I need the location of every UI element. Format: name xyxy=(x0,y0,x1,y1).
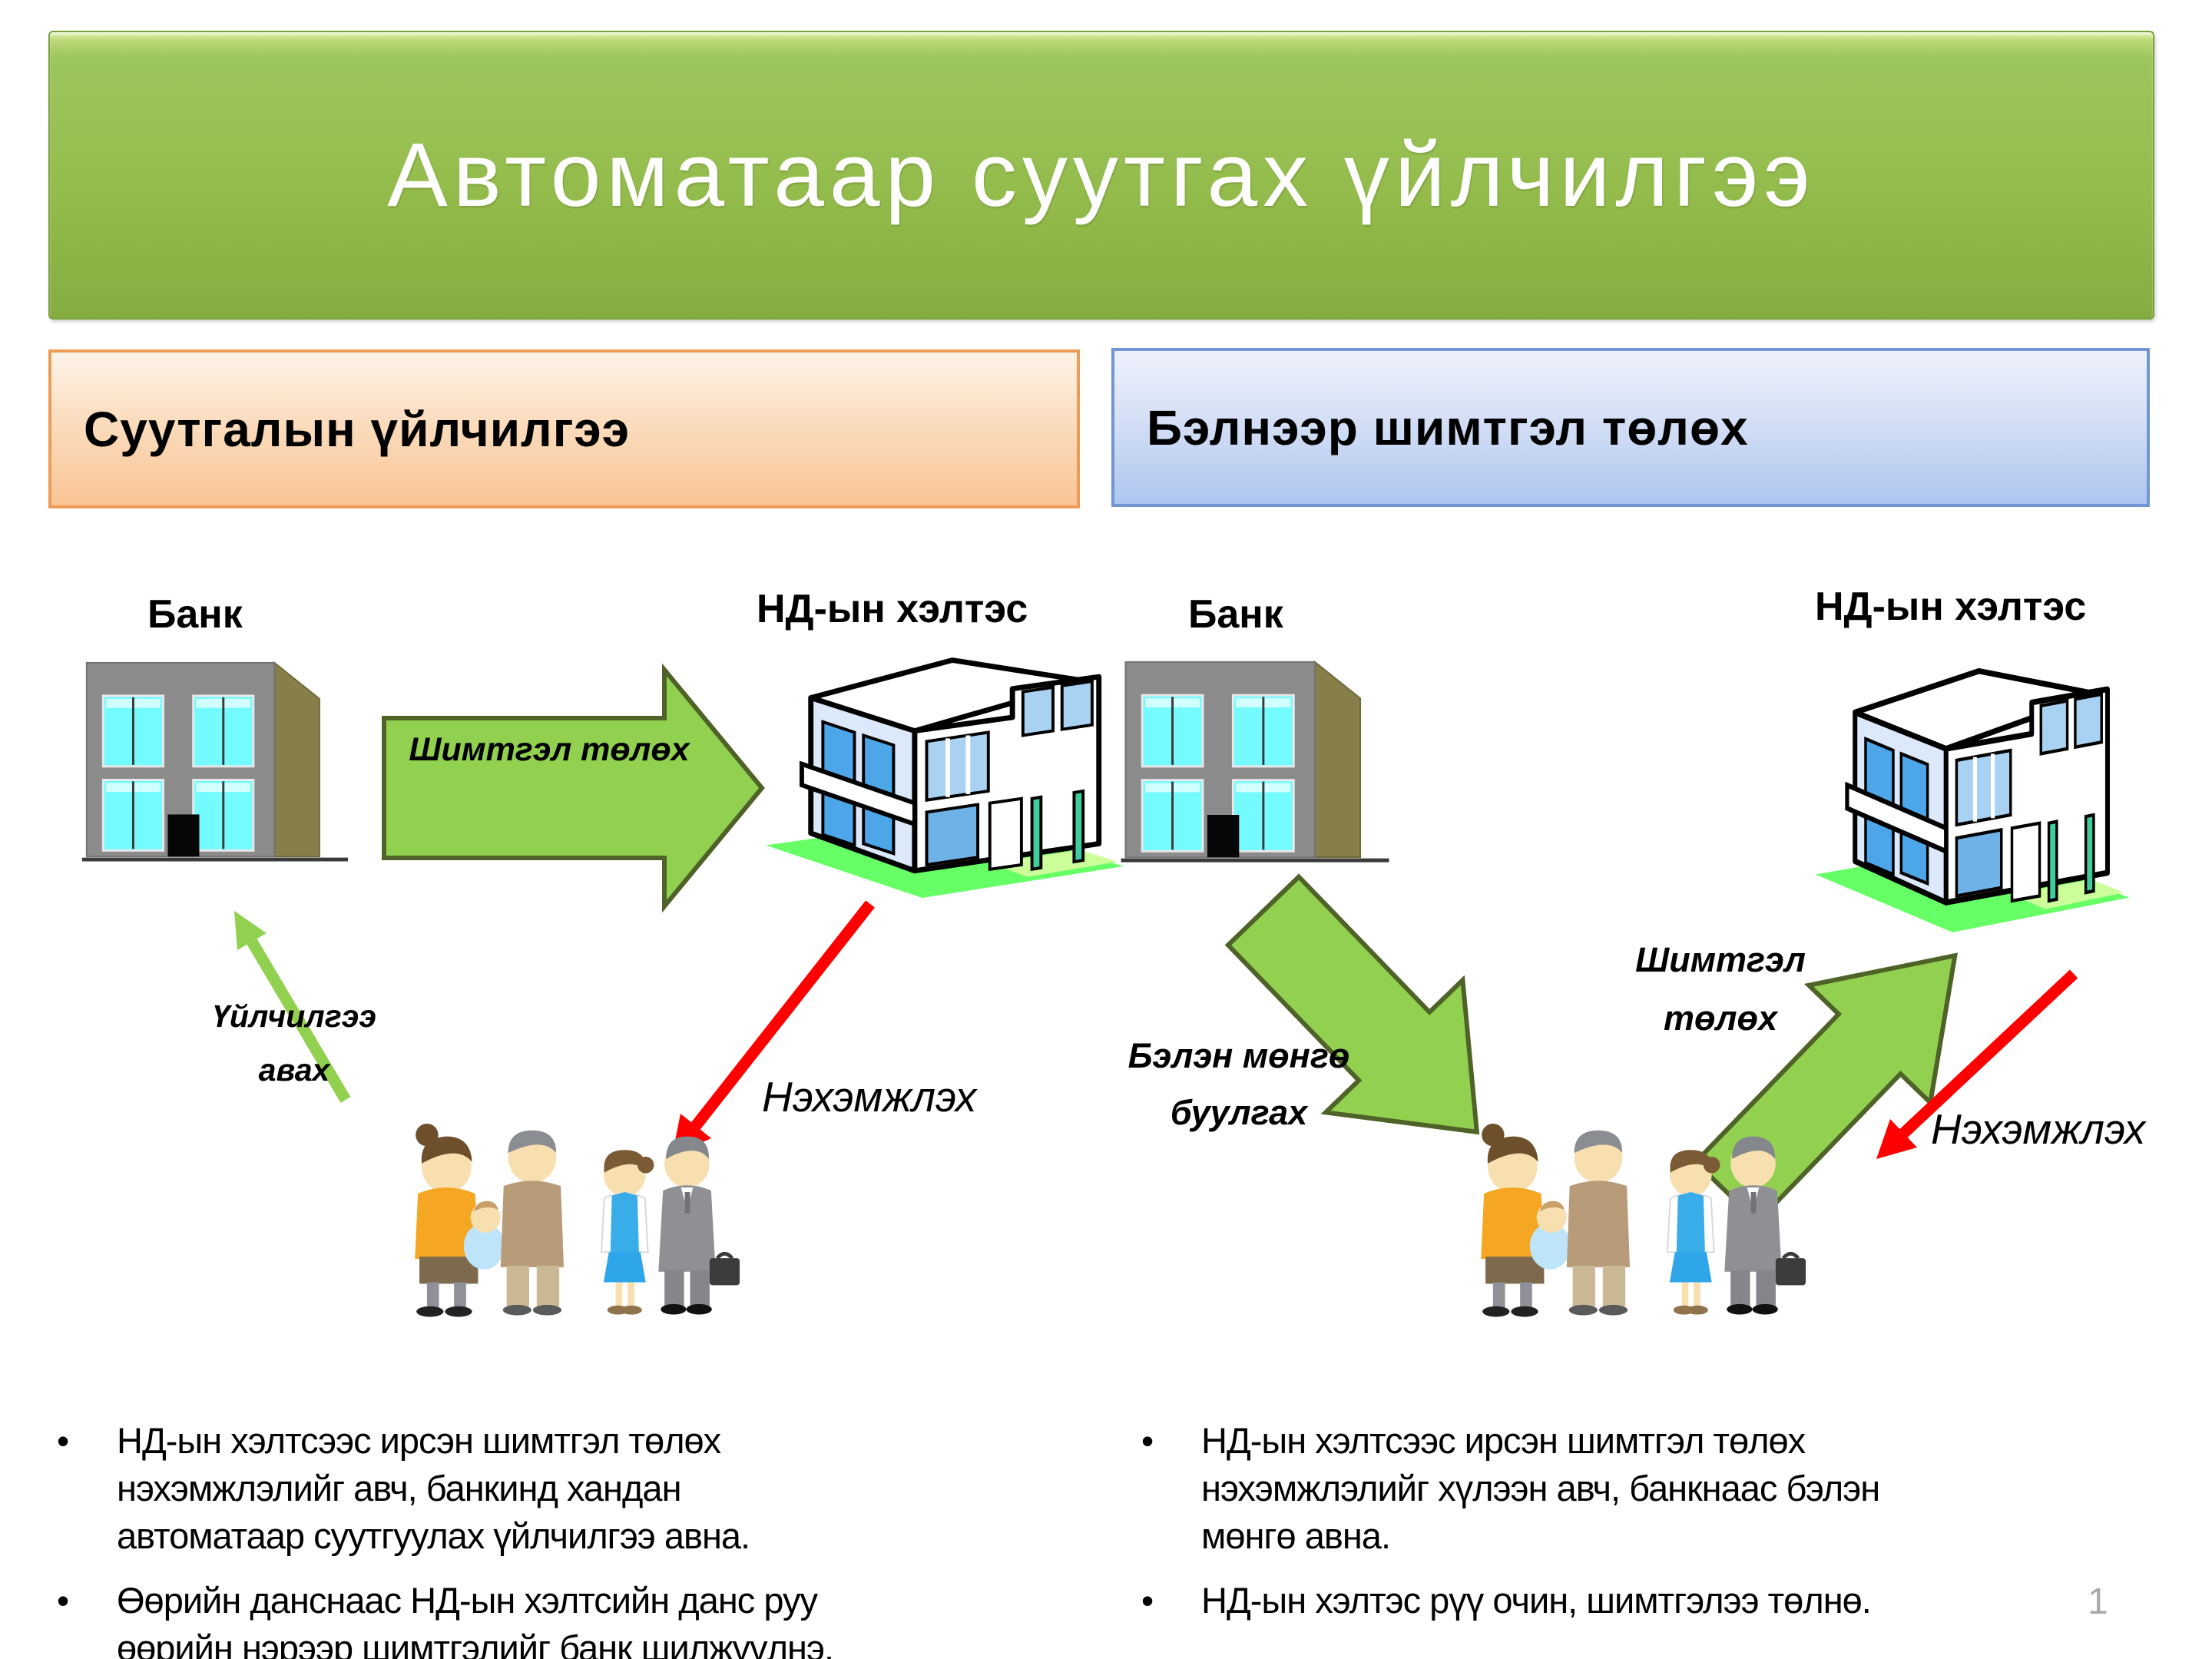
service-arrow-label-line1: Үйлчилгээ xyxy=(212,998,376,1034)
page-number: 1 xyxy=(2088,1581,2108,1622)
pay-arrow-label-right: Шимтгэл төлөх xyxy=(1624,931,1816,1048)
cash-arrow-label: Бэлэн мөнгө буулгах xyxy=(1104,1028,1373,1141)
list-item: • НД-ын хэлтэс рүү очин, шимтгэлээ төлнө… xyxy=(1131,1577,2160,1624)
claim-arrow-label-left: Нэхэмжлэх xyxy=(762,1073,977,1121)
claim-arrow-label-right: Нэхэмжлэх xyxy=(1931,1105,2146,1153)
bank-label-right: Банк xyxy=(1188,592,1283,637)
bullet-dot: • xyxy=(1141,1421,1154,1461)
bullet-text: НД-ын хэлтэс рүү очин, шимтгэлээ төлнө. xyxy=(1201,1580,1872,1621)
cash-arrow-label-line1: Бэлэн мөнгө xyxy=(1128,1036,1350,1075)
bullet-text: Өөрийн данснаас НД-ын хэлтсийн данс руу … xyxy=(117,1580,834,1659)
service-arrow-label: Үйлчилгээ авах xyxy=(198,989,390,1097)
family-group-icon-right xyxy=(1481,1123,1806,1317)
bullet-dot: • xyxy=(57,1421,70,1461)
bullet-text: НД-ын хэлтсээс ирсэн шимтгэл төлөх нэхэм… xyxy=(117,1420,750,1556)
bullet-text: НД-ын хэлтсээс ирсэн шимтгэл төлөх нэхэм… xyxy=(1201,1420,1880,1556)
header-deduction-service-label: Суутгалын үйлчилгээ xyxy=(84,401,631,457)
bullet-dot: • xyxy=(1141,1581,1154,1621)
nd-office-building-icon-right xyxy=(1815,667,2130,932)
nd-office-building-icon-left xyxy=(765,657,1124,899)
bank-building-icon-right xyxy=(1121,660,1389,863)
list-item: • НД-ын хэлтсээс ирсэн шимтгэл төлөх нэх… xyxy=(46,1417,1068,1560)
pay-arrow-icon-left xyxy=(382,663,765,913)
cash-arrow-label-line2: буулгах xyxy=(1170,1093,1308,1132)
pay-arrow-label-right-line1: Шимтгэл xyxy=(1635,940,1806,979)
pay-arrow-label-right-line2: төлөх xyxy=(1663,998,1777,1038)
list-item: • Өөрийн данснаас НД-ын хэлтсийн данс ру… xyxy=(46,1577,1068,1659)
list-item: • НД-ын хэлтсээс ирсэн шимтгэл төлөх нэх… xyxy=(1131,1417,2160,1560)
service-arrow-label-line2: авах xyxy=(258,1052,330,1088)
bank-label-left: Банк xyxy=(147,592,243,637)
family-group-icon-left xyxy=(415,1123,740,1317)
right-bullet-list: • НД-ын хэлтсээс ирсэн шимтгэл төлөх нэх… xyxy=(1131,1417,2160,1624)
header-deduction-service: Суутгалын үйлчилгээ xyxy=(48,349,1080,508)
pay-arrow-label-left: Шимтгэл төлөх xyxy=(409,731,690,768)
bullet-dot: • xyxy=(57,1581,70,1621)
left-bullet-list: • НД-ын хэлтсээс ирсэн шимтгэл төлөх нэх… xyxy=(46,1417,1068,1659)
nd-office-label-left: НД-ын хэлтэс xyxy=(757,587,1028,631)
header-cash-payment: Бэлнээр шимтгэл төлөх xyxy=(1111,348,2150,507)
page-title: Автоматаар суутгах үйлчилгээ xyxy=(387,124,1816,226)
nd-office-label-right: НД-ын хэлтэс xyxy=(1815,584,2087,629)
header-cash-payment-label: Бэлнээр шимтгэл төлөх xyxy=(1147,399,1749,455)
title-banner: Автоматаар суутгах үйлчилгээ xyxy=(48,31,2154,320)
bank-building-icon-left xyxy=(81,661,349,862)
